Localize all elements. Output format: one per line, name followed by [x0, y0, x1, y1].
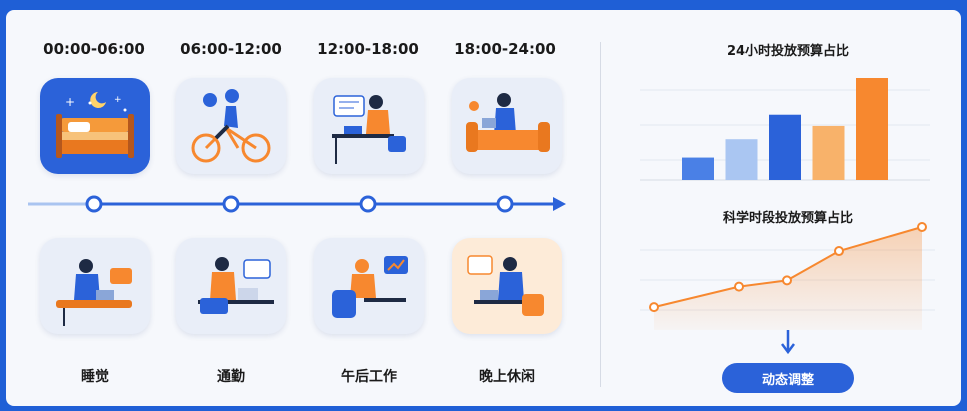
- line-area: [654, 227, 922, 330]
- sofa-tablet-icon: [452, 78, 562, 174]
- svg-text:+: +: [65, 95, 75, 109]
- main-panel: [6, 10, 961, 406]
- timeline-node-3: [496, 195, 514, 213]
- line-chart-title: 科学时段投放预算占比: [722, 211, 853, 226]
- desk-worker-icon: [314, 78, 424, 174]
- line-point-3: [834, 246, 844, 257]
- timeline-node-0: [85, 195, 103, 213]
- bar-3: [812, 125, 845, 180]
- bar-chart-title: 24小时投放预算占比: [726, 44, 850, 59]
- svg-text:+: +: [114, 95, 122, 105]
- activity-label-3: 晚上休闲: [479, 369, 535, 385]
- activity-label-1: 通勤: [217, 369, 245, 385]
- timeline-node-2: [359, 195, 377, 213]
- bar-chart: [640, 78, 930, 181]
- time-slot-1: 06:00-12:00: [180, 40, 282, 58]
- cyclist-icon: [176, 78, 286, 174]
- time-slot-3: 18:00-24:00: [454, 40, 556, 58]
- bed-night-icon: + +: [40, 78, 150, 174]
- time-slot-2: 12:00-18:00: [317, 40, 419, 58]
- line-point-2: [782, 275, 792, 286]
- desk-laptop-icon: [176, 238, 286, 334]
- line-point-4: [917, 222, 927, 232]
- bar-0: [682, 157, 714, 180]
- line-point-0: [649, 302, 659, 313]
- activity-label-0: 睡觉: [81, 369, 109, 385]
- laptop-chat-icon: [40, 238, 150, 334]
- bar-2: [769, 114, 801, 180]
- line-chart: [640, 222, 935, 330]
- worker-analytics-icon: [314, 238, 424, 334]
- line-point-1: [734, 281, 744, 292]
- laptop-chat-icon: [452, 238, 562, 334]
- down-arrow-icon: [781, 330, 795, 355]
- panel-divider: [600, 42, 601, 387]
- bar-1: [725, 139, 758, 180]
- time-slot-0: 00:00-06:00: [43, 40, 145, 58]
- activity-label-2: 午后工作: [341, 369, 397, 385]
- timeline-node-1: [222, 195, 240, 213]
- bar-4: [856, 78, 888, 180]
- dynamic-adjust-button[interactable]: 动态调整: [722, 363, 854, 393]
